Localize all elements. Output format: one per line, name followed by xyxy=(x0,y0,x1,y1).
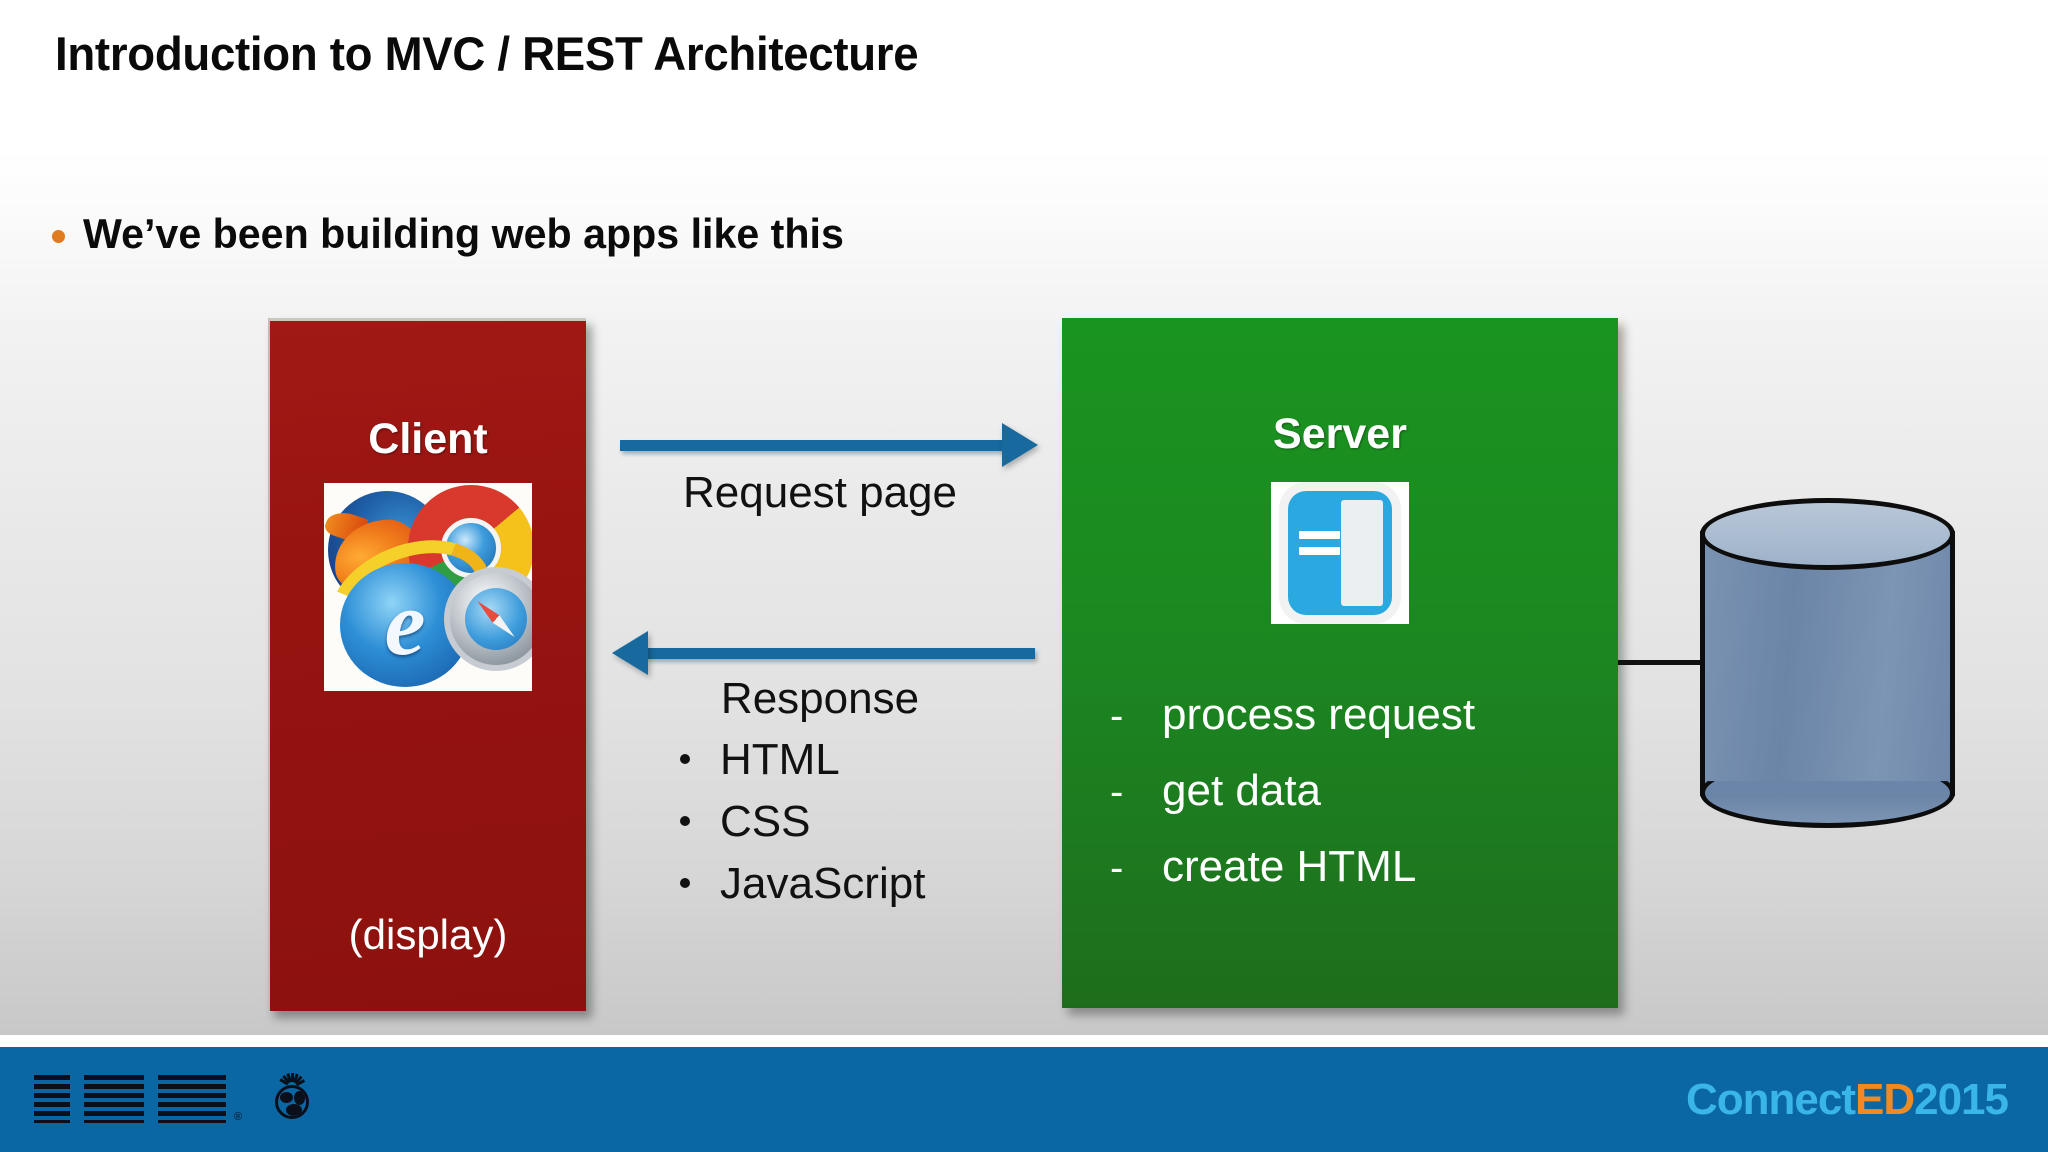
connected-word-connect: Connect xyxy=(1685,1075,1856,1124)
request-arrow-line xyxy=(620,440,1010,451)
server-task-label: process request xyxy=(1162,690,1476,739)
database-body-shape xyxy=(1700,531,1955,796)
database-connector-line xyxy=(1618,660,1720,665)
server-rack-shape xyxy=(1288,491,1392,615)
ibm-letter-i xyxy=(34,1075,70,1123)
response-item-label: HTML xyxy=(720,735,840,784)
list-item: - create HTML xyxy=(1110,842,1475,892)
response-items-list: HTML CSS JavaScript xyxy=(680,735,925,921)
response-arrow-line xyxy=(645,648,1035,659)
safari-icon xyxy=(444,567,532,671)
footer-bar: ® ConnectED2015 xyxy=(0,1047,2048,1152)
dash-marker: - xyxy=(1110,694,1124,738)
dash-marker: - xyxy=(1110,770,1124,814)
bullet-row: We’ve been building web apps like this xyxy=(52,210,859,258)
server-rack-door-shape xyxy=(1341,500,1383,606)
bullet-dot-icon xyxy=(52,229,65,243)
dash-marker: - xyxy=(1110,846,1124,890)
request-label: Request page xyxy=(683,468,957,517)
client-box: Client e (display) xyxy=(268,318,586,1011)
planet-globe-shape xyxy=(275,1085,310,1119)
connected-word-ed: ED xyxy=(1854,1075,1915,1124)
server-rack-icon xyxy=(1271,482,1409,624)
bullet-dot-icon xyxy=(680,878,690,888)
server-rack-slot xyxy=(1314,531,1340,539)
internet-explorer-e-glyph: e xyxy=(384,572,426,675)
page-title: Introduction to MVC / REST Architecture xyxy=(55,27,919,80)
ibm-letter-b xyxy=(84,1075,144,1123)
database-top-shape xyxy=(1700,498,1955,570)
response-item-label: JavaScript xyxy=(720,859,926,908)
list-item: HTML xyxy=(680,735,925,785)
ibm-letter-m xyxy=(158,1075,226,1123)
bullet-text: We’ve been building web apps like this xyxy=(83,210,844,257)
server-tasks-list: - process request - get data - create HT… xyxy=(1110,690,1475,918)
browser-logos-image: e xyxy=(324,483,532,691)
connected-2015-logo: ConnectED2015 xyxy=(1685,1075,2009,1125)
list-item: - process request xyxy=(1110,690,1475,740)
bullet-dot-icon xyxy=(680,754,690,764)
client-caption: (display) xyxy=(348,911,508,958)
list-item: JavaScript xyxy=(680,859,925,909)
database-cylinder-icon xyxy=(1700,498,1955,828)
response-label: Response xyxy=(720,674,920,723)
server-task-label: create HTML xyxy=(1162,842,1417,891)
bullet-dot-icon xyxy=(680,816,690,826)
smarter-planet-icon xyxy=(266,1073,318,1125)
client-title: Client xyxy=(368,415,488,463)
server-box: Server - process request - get data - cr… xyxy=(1062,318,1618,1008)
response-arrow-head-icon xyxy=(612,631,648,675)
list-item: CSS xyxy=(680,797,925,847)
ibm-logo: ® xyxy=(34,1073,318,1125)
server-title: Server xyxy=(1273,410,1407,458)
server-task-label: get data xyxy=(1162,766,1322,815)
list-item: - get data xyxy=(1110,766,1475,816)
request-arrow-head-icon xyxy=(1002,423,1038,467)
connected-word-year: 2015 xyxy=(1914,1075,2009,1124)
response-item-label: CSS xyxy=(720,797,811,846)
footer-separator xyxy=(0,1035,2048,1047)
server-rack-slot xyxy=(1314,547,1340,555)
ibm-trademark: ® xyxy=(234,1111,243,1123)
